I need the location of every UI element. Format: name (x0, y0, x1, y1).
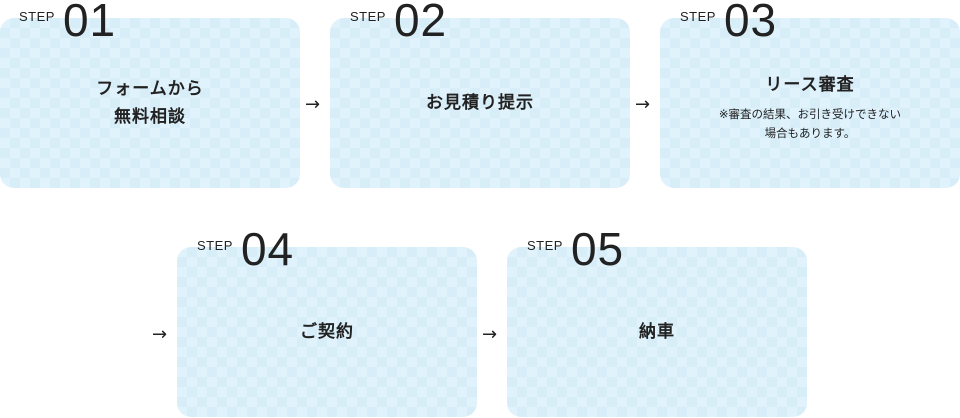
step-heading-3: STEP 03 (680, 0, 778, 46)
step-card-3: リース審査 ※審査の結果、お引き受けできない 場合もあります。 (660, 18, 960, 188)
step-card-5: 納車 (507, 247, 807, 417)
step-number: 02 (393, 0, 448, 46)
step-card-2: お見積り提示 (330, 18, 630, 188)
step-heading-1: STEP 01 (19, 0, 117, 46)
step-label: STEP (197, 238, 233, 253)
step-title: フォームから (96, 79, 204, 99)
step-label: STEP (350, 9, 386, 24)
step-heading-5: STEP 05 (527, 223, 625, 275)
step-label: STEP (527, 238, 563, 253)
step-title: ご契約 (300, 322, 354, 342)
step-heading-4: STEP 04 (197, 223, 295, 275)
step-number: 05 (570, 223, 625, 275)
arrow-right-icon: → (482, 324, 498, 345)
step-number: 01 (62, 0, 117, 46)
step-title: リース審査 (765, 75, 855, 95)
note-line: 場合もあります。 (764, 126, 856, 140)
note-line: ※審査の結果、お引き受けできない (718, 107, 902, 121)
step-heading-2: STEP 02 (350, 0, 448, 46)
step-card-1: フォームから 無料相談 (0, 18, 300, 188)
step-label: STEP (680, 9, 716, 24)
step-card-4: ご契約 (177, 247, 477, 417)
step-number: 03 (723, 0, 778, 46)
arrow-right-icon: → (152, 324, 168, 345)
arrow-right-icon: → (635, 94, 651, 115)
step-title: お見積り提示 (426, 93, 534, 113)
step-number: 04 (240, 223, 295, 275)
step-label: STEP (19, 9, 55, 24)
step-title: 無料相談 (114, 107, 186, 127)
step-note: ※審査の結果、お引き受けできない 場合もあります。 (719, 105, 901, 143)
arrow-right-icon: → (305, 94, 321, 115)
step-title: 納車 (639, 322, 675, 342)
